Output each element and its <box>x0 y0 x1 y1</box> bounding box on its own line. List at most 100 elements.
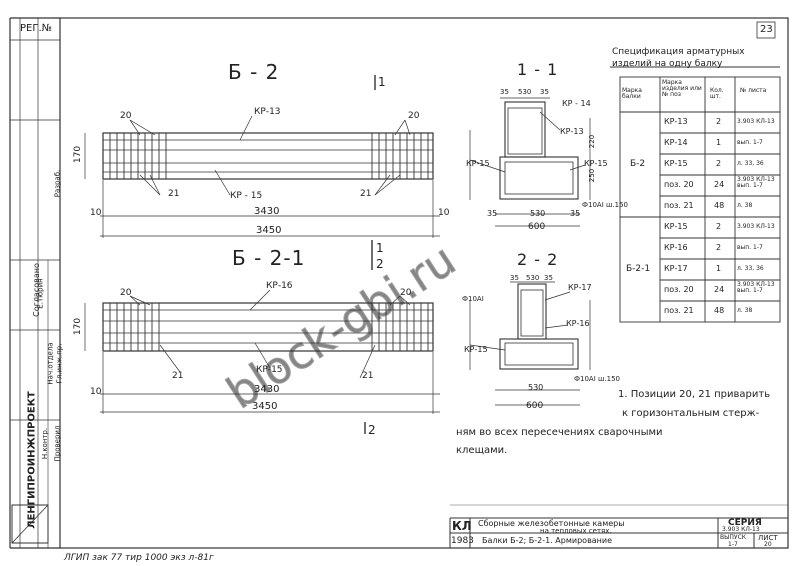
view-title-b21: Б - 2-1 <box>232 246 306 270</box>
title-block-kl: КЛ <box>452 519 472 533</box>
title-block-series-label: СЕРИЯ <box>728 518 762 528</box>
spec-b2-r4-item: поз. 20 <box>664 180 694 189</box>
b2-dim-3450: 3450 <box>256 225 282 236</box>
spec-b2-r4-qty: 24 <box>714 180 725 189</box>
title-block-sheet-value: 20 <box>764 541 772 548</box>
section11-web <box>504 101 546 158</box>
b2-label-kr13: КР-13 <box>254 107 281 117</box>
spec-b2-r5-item: поз. 21 <box>664 201 694 210</box>
b21-label-20-right: 20 <box>400 288 412 298</box>
spec-b2-r1-sheet: 3.903 КЛ-13 <box>737 118 775 125</box>
stamp-chief-eng: Гл.инж.пр. <box>55 343 64 384</box>
spec-b21-r3-sheet: л. 33, 36 <box>737 265 764 272</box>
stamp-dept-head: Нач.отдела <box>46 342 55 385</box>
spec-header-item: Марка изделия или № поз <box>662 79 702 98</box>
b21-label-kr16: КР-16 <box>266 281 293 291</box>
spec-b2-r1-qty: 2 <box>716 117 722 126</box>
note-line2: к горизонтальным стерж- <box>622 408 760 419</box>
b2-label-21-right: 21 <box>360 189 372 199</box>
b21-dim-3450: 3450 <box>252 401 278 412</box>
b21-label-kr15: КР-15 <box>256 365 283 375</box>
b21-dim-10-left: 10 <box>90 387 102 397</box>
spec-header-sheet: № листа <box>740 87 767 94</box>
spec-header-qty: Кол. шт. <box>710 87 724 100</box>
sec22-kr17: КР-17 <box>568 283 592 292</box>
cut-mark-2a: 2 <box>376 257 384 271</box>
b21-label-20-left: 20 <box>120 288 132 298</box>
title-block-issue-label: ВЫПУСК <box>720 534 747 541</box>
title-block-title1: Сборные железобетонные камеры <box>478 519 625 528</box>
footer-order: ЛГИП зак 77 тир 1000 экз л-81г <box>64 553 214 563</box>
view-title-b2: Б - 2 <box>228 60 280 84</box>
sec22-d530: 530 <box>526 274 540 282</box>
title-block-title2: на тепловых сетях. <box>540 527 612 535</box>
b21-label-21-right: 21 <box>362 371 374 381</box>
inner-frame <box>59 17 789 549</box>
spec-b2-r3-item: КР-15 <box>664 159 688 168</box>
spec-b21-r4-qty: 24 <box>714 285 725 294</box>
spec-b21-r3-qty: 1 <box>716 264 722 273</box>
sec11-d35c: 35 <box>487 209 498 218</box>
sec22-kr15: КР-15 <box>464 345 488 354</box>
sec11-d600: 600 <box>528 222 546 232</box>
title-block-sheet-label: ЛИСТ <box>758 534 778 542</box>
title-block-lines <box>449 504 788 548</box>
spec-beam-b21: Б-2-1 <box>626 264 651 274</box>
beam-b2-outline <box>102 132 434 180</box>
note-line4: клещами. <box>456 445 508 456</box>
sec11-d250: 250 <box>588 168 597 183</box>
spec-b2-r5-sheet: л. 38 <box>737 202 753 209</box>
spec-b21-r4-item: поз. 20 <box>664 285 694 294</box>
b2-label-20-left: 20 <box>120 111 132 121</box>
spec-b2-r3-qty: 2 <box>716 159 722 168</box>
stamp-checked: Проверил <box>53 425 62 462</box>
spec-b21-r5-qty: 48 <box>714 306 725 315</box>
section22-web <box>517 283 547 340</box>
stamp-name: Е.Тюрин <box>36 278 45 309</box>
cut-mark-1b: 1 <box>376 241 384 255</box>
sec11-d530b: 530 <box>530 209 546 218</box>
b2-label-kr15: КР - 15 <box>230 191 263 201</box>
sec11-kr14: КР - 14 <box>562 99 591 108</box>
spec-b2-r2-item: КР-14 <box>664 138 688 147</box>
b2-dim-10-right: 10 <box>438 208 450 218</box>
beam-b21-outline <box>102 302 434 352</box>
b2-dim-10-left: 10 <box>90 208 102 218</box>
spec-title-line2: изделий на одну балку <box>612 59 723 69</box>
sec22-rebar-note: Ф10АI ш.150 <box>574 375 621 383</box>
b2-label-20-right: 20 <box>408 111 420 121</box>
sec11-d35a: 35 <box>500 88 509 96</box>
sec11-kr13: КР-13 <box>560 127 584 136</box>
spec-b2-r5-qty: 48 <box>714 201 725 210</box>
b2-dim-height: 170 <box>73 145 84 164</box>
spec-b2-r1-item: КР-13 <box>664 117 688 126</box>
b21-dim-height: 170 <box>73 317 84 336</box>
spec-b21-r2-qty: 2 <box>716 243 722 252</box>
title-block-series-value: 3.903 КЛ-13 <box>722 526 760 533</box>
spec-b21-r5-sheet: л. 38 <box>737 307 753 314</box>
title-block-title3: Балки Б-2; Б-2-1. Армирование <box>482 536 613 545</box>
b21-label-21-left: 21 <box>172 371 184 381</box>
sec22-d600: 600 <box>526 401 544 411</box>
spec-b2-r2-qty: 1 <box>716 138 722 147</box>
spec-b2-r3-sheet: л. 33, 36 <box>737 160 764 167</box>
spec-b2-r4-sheet: 3.903 КЛ-13 вып. 1-7 <box>737 176 775 189</box>
spec-title-line1: Спецификация арматурных <box>612 47 745 57</box>
cut-mark-1a: 1 <box>378 75 386 89</box>
section-title-11: 1 - 1 <box>517 60 559 79</box>
b2-dim-3430: 3430 <box>254 206 280 217</box>
section22-flange <box>499 338 579 370</box>
spec-b21-r1-sheet: 3.903 КЛ-13 <box>737 223 775 230</box>
title-block-year: 1983 <box>451 536 474 546</box>
sec11-d35b: 35 <box>540 88 549 96</box>
sec11-d35d: 35 <box>570 209 581 218</box>
sec11-d530: 530 <box>518 88 532 96</box>
b2-label-21-left: 21 <box>168 189 180 199</box>
spec-b21-r4-sheet: 3.903 КЛ-13 вып. 1-7 <box>737 281 775 294</box>
sec22-d35b: 35 <box>544 274 553 282</box>
page-number: 23 <box>760 24 773 35</box>
reg-label: РЕГ.№ <box>20 23 53 34</box>
note-line1: 1. Позиции 20, 21 приварить <box>618 389 771 400</box>
spec-beam-b2: Б-2 <box>630 159 646 169</box>
